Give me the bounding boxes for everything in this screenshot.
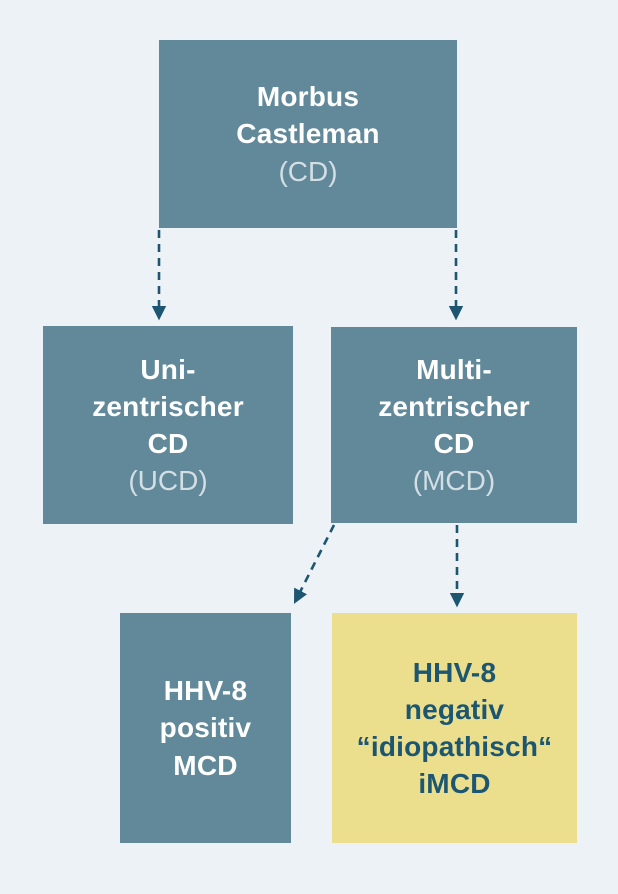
node-abbreviation: (MCD) xyxy=(412,465,496,497)
node-title: HHV-8 negativ “idiopathisch“ iMCD xyxy=(356,656,553,800)
node-morbus-castleman: Morbus Castleman (CD) xyxy=(159,40,457,228)
node-hhv8-positive-mcd: HHV-8 positiv MCD xyxy=(120,613,291,843)
node-title: Uni- zentrischer CD xyxy=(92,353,244,459)
node-title: Multi- zentrischer CD xyxy=(378,353,530,459)
connector-mcd-to-hhv8-positive xyxy=(294,524,336,604)
node-multizentrischer-cd: Multi- zentrischer CD (MCD) xyxy=(331,327,577,523)
node-title: Morbus Castleman xyxy=(236,81,380,150)
node-unizentrischer-cd: Uni- zentrischer CD (UCD) xyxy=(43,326,293,524)
node-abbreviation: (CD) xyxy=(278,155,338,187)
node-title: HHV-8 positiv MCD xyxy=(159,675,252,781)
node-abbreviation: (UCD) xyxy=(128,465,208,497)
node-hhv8-negative-imcd: HHV-8 negativ “idiopathisch“ iMCD xyxy=(332,613,577,843)
